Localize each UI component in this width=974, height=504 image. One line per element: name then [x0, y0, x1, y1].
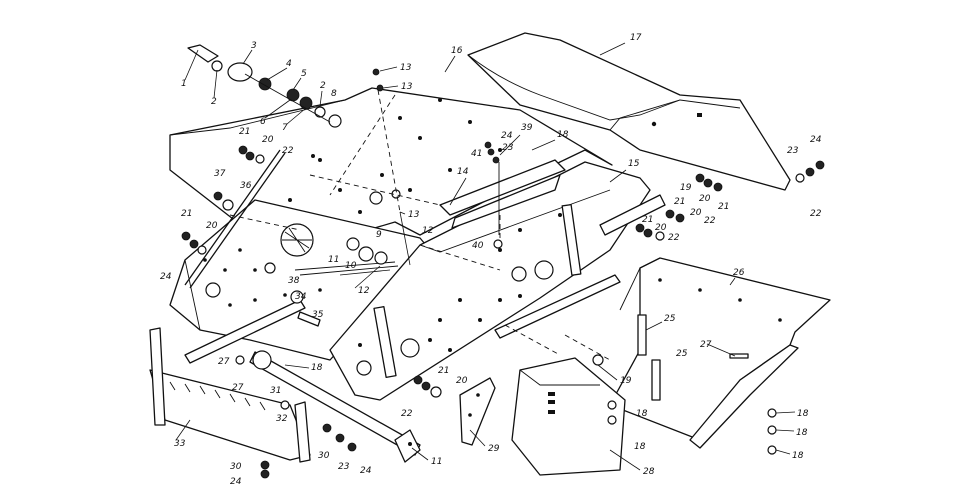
callout-label: 13 — [408, 210, 420, 220]
callout-label: 1 — [181, 79, 187, 89]
callout-label: 21 — [642, 215, 653, 225]
callout-label: 2 — [320, 81, 326, 91]
lower-plate-part-28 — [459, 357, 626, 476]
callout-label: 15 — [628, 159, 640, 169]
callout-label: 12 — [422, 226, 434, 236]
callout-label: 11 — [431, 457, 442, 467]
callout-label: 8 — [331, 89, 337, 99]
callout-label: 21 — [181, 209, 192, 219]
callout-label: 18 — [792, 451, 804, 461]
callout-label: 23 — [787, 146, 799, 156]
callout-label: 21 — [718, 202, 729, 212]
leader-lines — [175, 42, 796, 471]
callout-label: 12 — [358, 286, 370, 296]
callout-label: 18 — [634, 442, 646, 452]
callout-label: 33 — [174, 439, 186, 449]
callout-label: 19 — [680, 183, 692, 193]
callout-label: 18 — [557, 130, 569, 140]
callout-label: 24 — [501, 131, 513, 141]
callout-label: 36 — [240, 181, 252, 191]
callout-label: 28 — [643, 467, 655, 477]
callout-label: 34 — [295, 292, 307, 302]
callout-label: 37 — [214, 169, 226, 179]
right-plate-part-26 — [592, 257, 831, 449]
callout-label: 22 — [282, 146, 294, 156]
callout-label: 35 — [312, 310, 324, 320]
callout-label: 7 — [282, 123, 288, 133]
callout-label: 20 — [206, 221, 218, 231]
callout-label: 30 — [230, 462, 242, 472]
callout-label: 39 — [521, 123, 533, 133]
callout-label: 26 — [733, 268, 745, 278]
callout-label: 24 — [160, 272, 172, 282]
callout-label: 41 — [471, 149, 482, 159]
callout-label: 38 — [288, 276, 300, 286]
hardware-fasteners — [181, 68, 825, 479]
callout-label: 18 — [797, 409, 809, 419]
callout-label: 27 — [232, 383, 244, 393]
callout-label: 16 — [451, 46, 463, 56]
callout-label: 27 — [700, 340, 712, 350]
callout-label: 29 — [488, 444, 500, 454]
callout-label: 24 — [230, 477, 242, 487]
callout-label: 25 — [676, 349, 688, 359]
callout-label: 19 — [620, 376, 632, 386]
callout-label: 18 — [636, 409, 648, 419]
callout-label: 40 — [472, 241, 484, 251]
callout-label: 20 — [655, 223, 667, 233]
callout-label: 20 — [456, 376, 468, 386]
callout-label: 11 — [328, 255, 339, 265]
cover-part-17 — [467, 32, 791, 191]
callout-label: 25 — [664, 314, 676, 324]
callout-label: 21 — [438, 366, 449, 376]
callout-label: 32 — [276, 414, 288, 424]
callout-label: 13 — [400, 63, 412, 73]
long-bars — [184, 149, 421, 463]
rail-part-14 — [184, 159, 666, 364]
callout-label: 23 — [338, 462, 350, 472]
callout-label: 27 — [218, 357, 230, 367]
callout-label: 22 — [668, 233, 680, 243]
callout-labels: 1 2 3 4 5 6 7 2 8 13 13 16 17 21 20 22 3… — [160, 33, 822, 487]
callout-label: 20 — [262, 135, 274, 145]
callout-label: 30 — [318, 451, 330, 461]
callout-label: 17 — [630, 33, 642, 43]
callout-label: 4 — [286, 59, 292, 69]
callout-label: 5 — [301, 69, 307, 79]
callout-label: 22 — [401, 409, 413, 419]
callout-label: 24 — [810, 135, 822, 145]
callout-label: 23 — [502, 143, 514, 153]
center-plate — [329, 161, 651, 401]
callout-label: 3 — [251, 41, 257, 51]
callout-label: 6 — [260, 117, 266, 127]
callout-label: 18 — [796, 428, 808, 438]
rod-parts-10-11 — [294, 237, 399, 276]
callout-label: 24 — [360, 466, 372, 476]
callout-label: 9 — [376, 230, 382, 240]
shaft-assembly-parts-1-8 — [187, 44, 342, 128]
lower-bracket-part-33 — [149, 327, 311, 463]
callout-label: 10 — [345, 261, 357, 271]
callout-label: 21 — [674, 197, 685, 207]
callout-label: 14 — [457, 167, 469, 177]
callout-label: 21 — [239, 127, 250, 137]
callout-label: 31 — [270, 386, 281, 396]
callout-label: 20 — [699, 194, 711, 204]
callout-label: 22 — [810, 209, 822, 219]
callout-label: 22 — [704, 216, 716, 226]
callout-label: 18 — [311, 363, 323, 373]
assembly-lines — [229, 89, 611, 361]
callout-label: 13 — [401, 82, 413, 92]
callout-label: 2 — [211, 97, 217, 107]
callout-label: 20 — [690, 208, 702, 218]
